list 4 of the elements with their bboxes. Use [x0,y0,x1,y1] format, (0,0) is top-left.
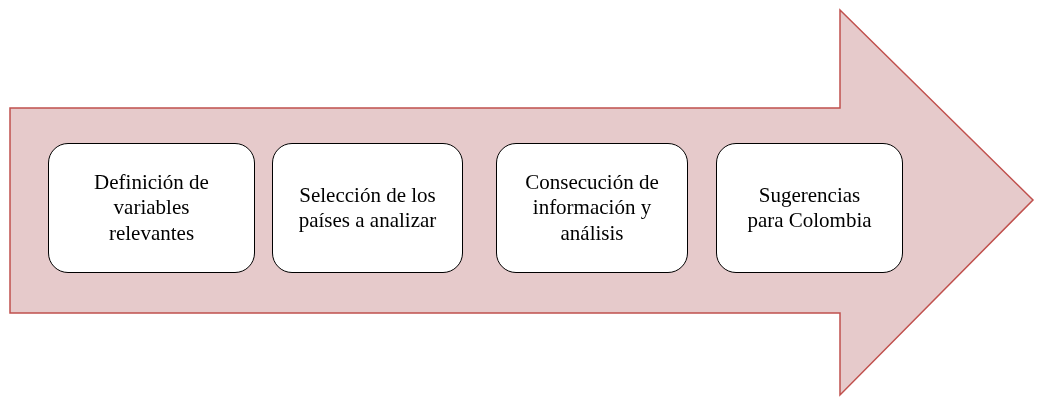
process-step: Definición de variables relevantes [48,143,255,273]
process-step: Consecución de información y análisis [496,143,688,273]
process-step: Sugerencias para Colombia [716,143,903,273]
process-step: Selección de los países a analizar [272,143,463,273]
